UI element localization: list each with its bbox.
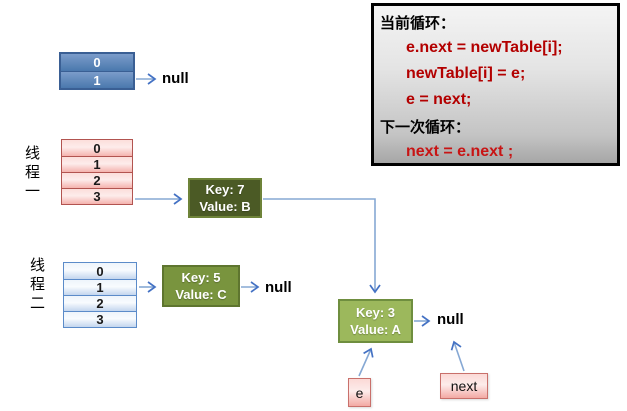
thread1-table-cell-3: 3 xyxy=(62,188,132,204)
code-panel: 当前循环： e.next = newTable[i]; newTable[i] … xyxy=(371,3,620,166)
thread1-table-cell-2: 2 xyxy=(62,172,132,188)
arrow-e-to-key3 xyxy=(358,347,374,377)
node-key7-value: Value: B xyxy=(199,199,251,214)
new-table-cell-0: 0 xyxy=(61,54,133,71)
code-line-next-loop: 下一次循环： xyxy=(380,118,471,136)
node-key7: Key: 7 Value: B xyxy=(188,178,262,218)
thread2-table-cell-0: 0 xyxy=(64,263,136,279)
code-line-4: next = e.next ; xyxy=(406,143,514,160)
thread2-table-cell-1: 1 xyxy=(64,279,136,295)
thread2-table-cell-2: 2 xyxy=(64,295,136,311)
thread1-label: 线程一 xyxy=(23,145,39,202)
node-key3-key: Key: 3 xyxy=(355,305,396,320)
thread1-table: 0 1 2 3 xyxy=(61,139,133,205)
new-table: 0 1 xyxy=(59,52,135,90)
new-table-cell-1: 1 xyxy=(61,71,133,88)
node-key3-value: Value: A xyxy=(350,322,401,337)
node-key5-value: Value: C xyxy=(175,287,227,302)
node-key3: Key: 3 Value: A xyxy=(338,299,413,343)
code-line-2: newTable[i] = e; xyxy=(406,65,526,82)
thread1-table-cell-1: 1 xyxy=(62,156,132,172)
code-line-3: e = next; xyxy=(406,91,472,108)
thread2-table: 0 1 2 3 xyxy=(63,262,137,328)
arrow-next-to-null xyxy=(450,340,465,372)
pointer-next-box: next xyxy=(440,373,488,399)
pointer-e-box: e xyxy=(348,378,371,407)
node-key5-key: Key: 5 xyxy=(181,270,221,285)
thread1-table-cell-0: 0 xyxy=(62,140,132,156)
code-line-current-loop: 当前循环： xyxy=(380,14,456,32)
node-key5: Key: 5 Value: C xyxy=(162,265,240,307)
thread2-table-cell-3: 3 xyxy=(64,311,136,327)
null-after-key3: null xyxy=(437,311,464,328)
node-key7-key: Key: 7 xyxy=(205,182,245,197)
null-after-new-table: null xyxy=(162,70,189,87)
code-line-1: e.next = newTable[i]; xyxy=(406,39,563,56)
thread2-label: 线程二 xyxy=(28,257,44,314)
null-after-key5: null xyxy=(265,279,292,296)
